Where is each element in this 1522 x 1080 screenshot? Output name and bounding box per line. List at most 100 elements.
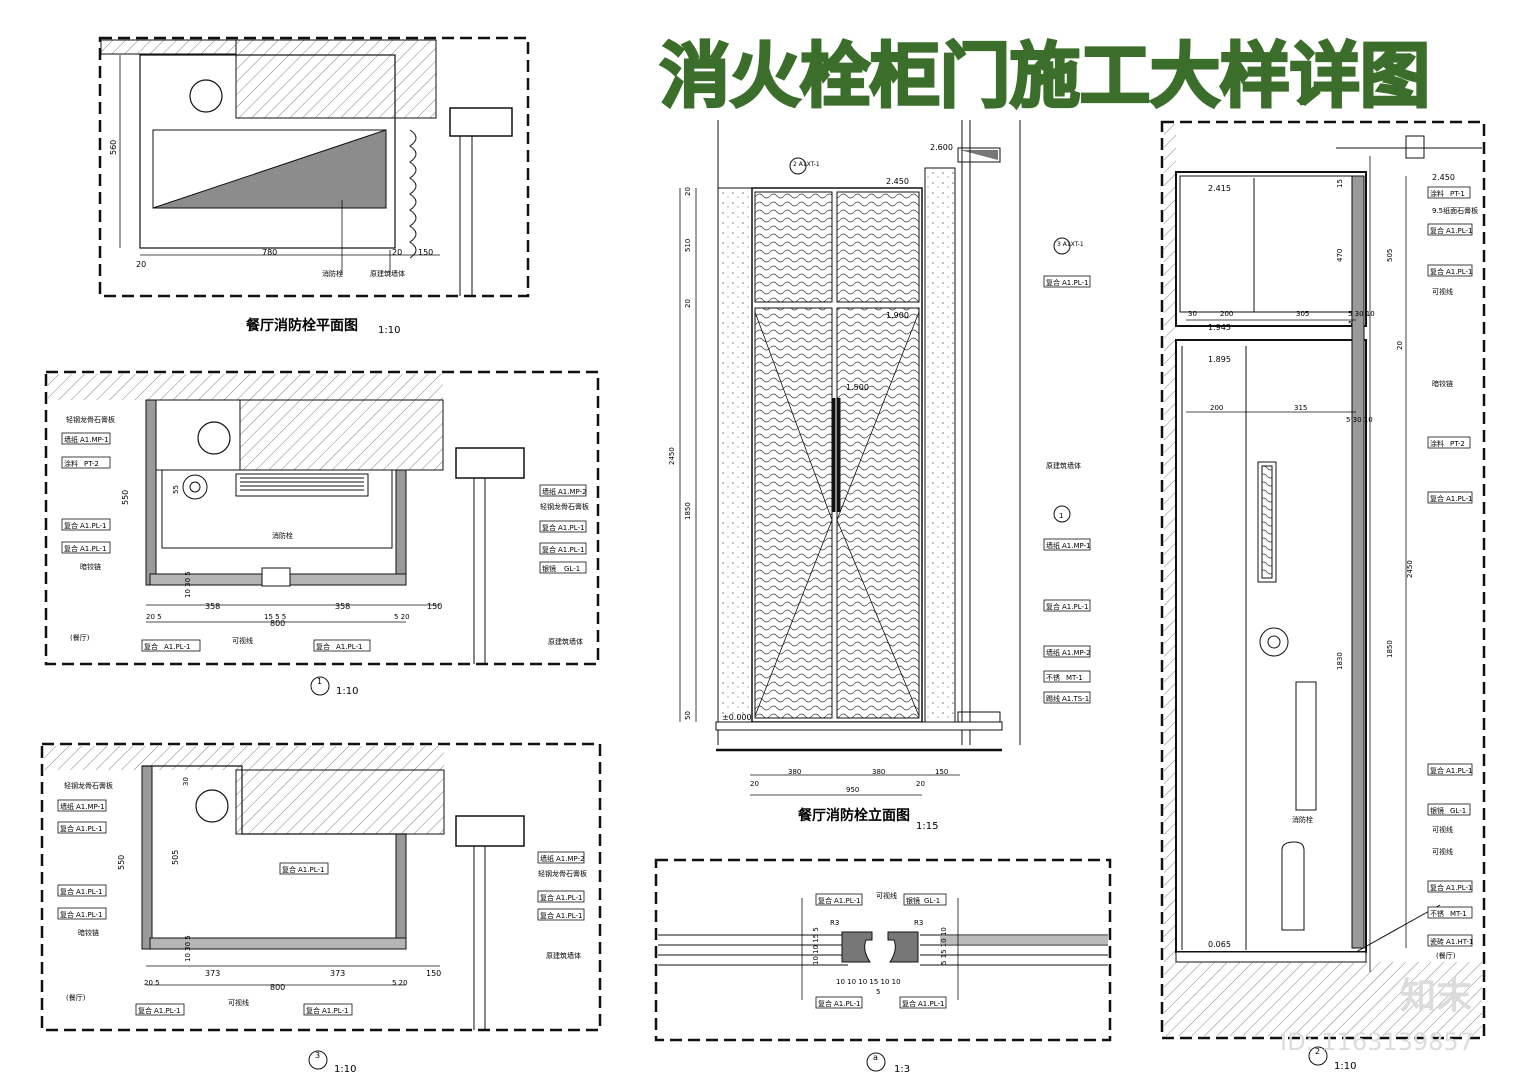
elevation-ref-2-circle xyxy=(789,157,807,175)
svg-text:复合: 复合 xyxy=(282,865,296,874)
svg-text:墙纸: 墙纸 xyxy=(1046,541,1060,550)
plan-1-dim-5-20: 5 20 xyxy=(394,613,410,621)
elevation-level-2600: 2.600 xyxy=(930,143,953,152)
plan-top-drawing xyxy=(98,36,530,298)
svg-text:MT-1: MT-1 xyxy=(1450,910,1467,918)
elevation-drawing xyxy=(679,120,1021,796)
svg-text:复合: 复合 xyxy=(1430,766,1444,775)
detail-a-dim-left-v: 10 10 15 5 xyxy=(812,927,820,965)
svg-text:A1.HT-1: A1.HT-1 xyxy=(1446,938,1473,946)
svg-text:复合: 复合 xyxy=(540,893,554,902)
svg-text:A1.PL-1: A1.PL-1 xyxy=(76,911,102,919)
section-2-dim-2450: 2450 xyxy=(1406,560,1414,578)
svg-text:A1.PL-1: A1.PL-1 xyxy=(918,1000,944,1008)
elevation-vdim-total: 2450 xyxy=(668,447,676,465)
elevation-vdim-50: 50 xyxy=(684,711,692,720)
svg-text:复合: 复合 xyxy=(1430,494,1444,503)
svg-text:A1.MP-2: A1.MP-2 xyxy=(556,855,585,863)
svg-text:A1.PL-1: A1.PL-1 xyxy=(1446,227,1472,235)
section-2-dim-305: 305 xyxy=(1296,310,1309,318)
svg-text:银镜: 银镜 xyxy=(1430,806,1444,815)
elevation-level-0: ±0.000 xyxy=(722,713,752,722)
elevation-note-wall: 原建筑墙体 xyxy=(1046,461,1081,470)
svg-text:A1.PL-1: A1.PL-1 xyxy=(1446,495,1472,503)
section-2-dim-200a: 200 xyxy=(1220,310,1233,318)
plan-1-caption-num: 1 xyxy=(317,677,322,686)
section-2-dim-15: 15 xyxy=(1336,179,1344,188)
plan-3-dim-30: 30 xyxy=(182,777,190,786)
elevation-hdim-20b: 20 xyxy=(916,780,925,788)
section-2-caption-num: 2 xyxy=(1315,1047,1320,1056)
section-2-scale: 1:10 xyxy=(1334,1061,1356,1072)
plan-1-drawing xyxy=(44,370,600,666)
sheet-title: 消火栓柜门施工大样详图 xyxy=(660,35,1430,117)
plan-top-label-wall: 原建筑墙体 xyxy=(370,269,405,278)
svg-text:PT-1: PT-1 xyxy=(1450,190,1465,198)
section-2-label-1: 涂料 PT-1 xyxy=(1427,186,1471,199)
plan-top-dim-150: 150 xyxy=(418,248,433,257)
svg-text:A1.PL-1: A1.PL-1 xyxy=(1062,279,1088,287)
plan-1-scale: 1:10 xyxy=(336,686,358,697)
section-2-note-line3: 可视线 xyxy=(1432,847,1453,856)
svg-text:A1.PL-1: A1.PL-1 xyxy=(80,545,106,553)
svg-text:A1.PL-1: A1.PL-1 xyxy=(556,912,582,920)
plan-3-drawing xyxy=(40,742,602,1032)
plan-3-dim-5-20: 5 20 xyxy=(392,979,408,987)
plan-1-dim-20-5: 20 5 xyxy=(146,613,162,621)
svg-text:复合: 复合 xyxy=(1046,602,1060,611)
svg-text:A1.PL-1: A1.PL-1 xyxy=(834,1000,860,1008)
section-2-dim-30: 30 xyxy=(1188,310,1197,318)
svg-text:A1.MP-2: A1.MP-2 xyxy=(1062,649,1091,657)
section-2-note-restaurant: (餐厅) xyxy=(1436,951,1456,960)
svg-text:踢线: 踢线 xyxy=(1046,694,1060,703)
svg-text:复合: 复合 xyxy=(818,896,832,905)
svg-text:A1.PL-1: A1.PL-1 xyxy=(76,888,102,896)
plan-top-dim-560: 560 xyxy=(109,140,118,155)
svg-text:复合: 复合 xyxy=(818,999,832,1008)
section-2-caption-circle xyxy=(1308,1046,1328,1066)
detail-a-top-note: 可视线 xyxy=(876,891,897,900)
svg-text:复合: 复合 xyxy=(306,1006,320,1015)
svg-text:A1.PL-1: A1.PL-1 xyxy=(1062,603,1088,611)
elevation-ref-3: 3 A1XT-1 xyxy=(1057,241,1084,248)
detail-a-scale: 1:3 xyxy=(894,1064,910,1075)
detail-a-dims-row: 10 10 10 15 10 10 xyxy=(836,978,901,986)
svg-text:PT-2: PT-2 xyxy=(84,460,99,468)
plan-1-note-gypsum: 轻钢龙骨石膏板 xyxy=(66,415,115,424)
elevation-ref-1-circle xyxy=(1053,505,1071,523)
plan-top-dim-20b: 20 xyxy=(392,248,402,257)
plan-1-dim-800: 800 xyxy=(270,619,285,628)
plan-3-note-gypsum: 轻钢龙骨石膏板 xyxy=(64,781,113,790)
svg-text:A1.PL-1: A1.PL-1 xyxy=(76,825,102,833)
detail-a-radius-1: R3 xyxy=(830,919,839,927)
svg-text:涂料: 涂料 xyxy=(1430,189,1444,198)
plan-3-note-hinge: 暗铰链 xyxy=(78,928,99,937)
plan-3-dim-150: 150 xyxy=(426,969,441,978)
svg-text:A1.PL-1: A1.PL-1 xyxy=(322,1007,348,1015)
section-2-dim-20: 20 xyxy=(1396,341,1404,350)
svg-text:A1.PL-1: A1.PL-1 xyxy=(556,894,582,902)
elevation-vdim-510: 510 xyxy=(684,239,692,252)
svg-text:银镜: 银镜 xyxy=(906,896,920,905)
elevation-level-1500: 1.500 xyxy=(846,383,869,392)
section-2-dim-470: 470 xyxy=(1336,249,1344,262)
plan-3-note-right-gypsum: 轻钢龙骨石膏板 xyxy=(538,869,587,878)
